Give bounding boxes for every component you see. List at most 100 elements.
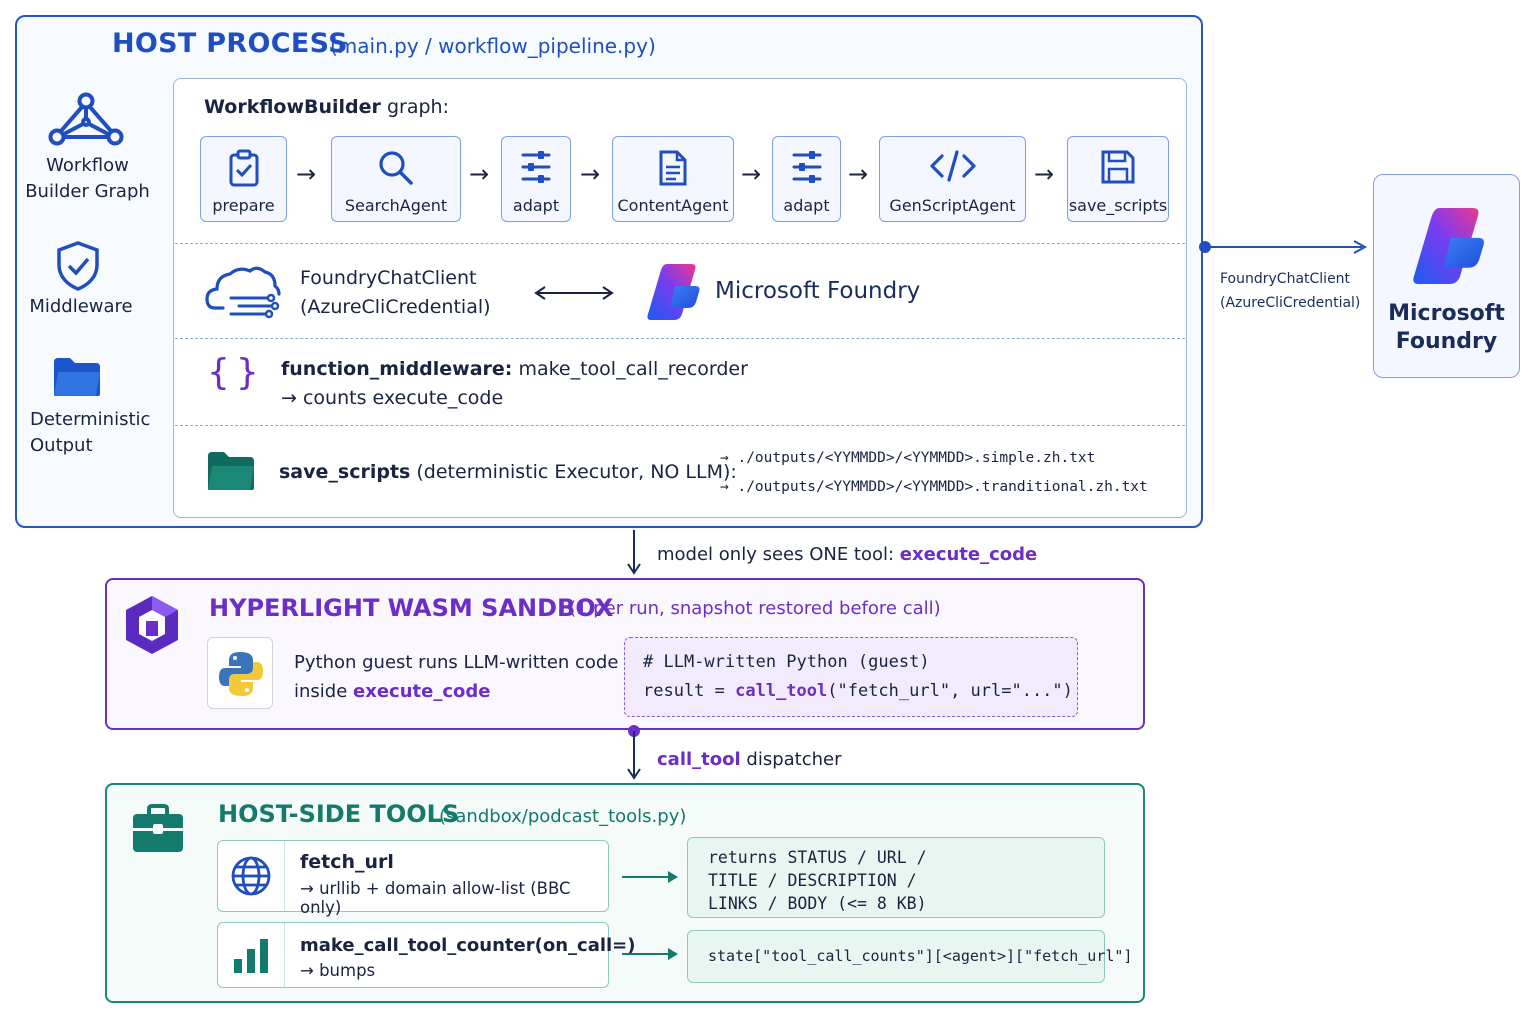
node-label: ContentAgent: [617, 196, 729, 215]
side-label-output-line1: Deterministic: [30, 409, 151, 430]
middleware-row-value: make_tool_call_recorder: [512, 358, 748, 380]
microsoft-foundry-label: Microsoft Foundry: [715, 278, 921, 304]
python-guest-line2-prefix: inside: [294, 681, 354, 702]
call-counter-state-text: state["tool_call_counts"][<agent>]["fetc…: [708, 947, 1133, 965]
node-adapt: adapt: [772, 136, 841, 222]
edge-to-foundry: [1199, 240, 1368, 254]
tool-name-call-counter: make_call_tool_counter(on_call=): [300, 935, 636, 956]
code-line-2-prefix: result =: [643, 681, 736, 701]
foundry-client-label: FoundryChatClient (AzureCliCredential): [300, 264, 491, 322]
node-adapt: adapt: [501, 136, 571, 222]
document-icon: [659, 150, 687, 186]
middleware-row-detail: → counts execute_code: [281, 387, 504, 409]
edge-to-foundry-label-line2: (AzureCliCredential): [1220, 295, 1361, 311]
fetch-url-return-box: returns STATUS / URL / TITLE / DESCRIPTI…: [687, 837, 1105, 918]
output-path-2-text: ./outputs/<YYMMDD>/<YYMMDD>.tranditional…: [737, 479, 1148, 495]
node-label: adapt: [783, 196, 830, 215]
host-side-tools-subtitle: (sandbox/podcast_tools.py): [439, 806, 687, 827]
middleware-row: function_middleware: make_tool_call_reco…: [281, 355, 748, 413]
node-search-agent: SearchAgent: [331, 136, 461, 222]
code-icon: [929, 150, 976, 182]
node-save-scripts: save_scripts: [1067, 136, 1169, 222]
tool-card-call-counter: make_call_tool_counter(on_call=) → bumps: [217, 922, 636, 988]
edge-sandbox-to-tools-text: dispatcher: [740, 749, 842, 770]
output-path-1-text: ./outputs/<YYMMDD>/<YYMMDD>.simple.zh.tx…: [737, 450, 1096, 466]
clipboard-check-icon: [229, 149, 258, 187]
edge-sandbox-to-tools-label: call_tool dispatcher: [657, 745, 842, 774]
workflow-graph-title-bold: WorkflowBuilder: [204, 96, 381, 118]
folder-icon: [54, 358, 100, 396]
node-genscript-agent: GenScriptAgent: [879, 136, 1026, 222]
microsoft-foundry-node-label-line2: Foundry: [1395, 329, 1498, 354]
flow-arrow: →: [741, 160, 762, 188]
microsoft-foundry-node-label: Microsoft Foundry: [1373, 300, 1520, 356]
python-guest-line1: Python guest runs LLM-written code: [294, 652, 619, 673]
save-scripts-row-desc: (deterministic Executor, NO LLM):: [410, 461, 737, 483]
side-label-graph: Workflow Builder Graph: [20, 153, 155, 205]
search-icon: [379, 151, 413, 185]
output-path-1: → ./outputs/<YYMMDD>/<YYMMDD>.simple.zh.…: [720, 450, 1095, 466]
divider: [175, 338, 1185, 339]
tool-card-divider: [284, 841, 285, 911]
node-label: save_scripts: [1068, 196, 1168, 215]
tool-card-fetch-url: fetch_url → urllib + domain allow-list (…: [217, 840, 609, 917]
save-scripts-row-name: save_scripts: [279, 461, 411, 483]
flow-arrow: →: [1034, 160, 1055, 188]
foundry-client-line2: (AzureCliCredential): [300, 296, 491, 318]
side-label-output-line2: Output: [30, 435, 93, 456]
output-path-1-arrow: →: [720, 450, 729, 466]
python-logo-card: [207, 637, 273, 709]
host-side-tools-title: HOST-SIDE TOOLS: [218, 800, 460, 828]
edge-to-foundry-label-line1: FoundryChatClient: [1220, 271, 1351, 287]
divider: [175, 243, 1185, 244]
side-label-graph-line2: Builder Graph: [25, 181, 150, 202]
save-icon: [1101, 150, 1135, 184]
foundry-client-line1: FoundryChatClient: [300, 267, 477, 289]
side-label-output: Deterministic Output: [30, 407, 152, 459]
save-scripts-row: save_scripts (deterministic Executor, NO…: [279, 458, 737, 487]
output-path-2: → ./outputs/<YYMMDD>/<YYMMDD>.trandition…: [720, 479, 1148, 495]
edge-sandbox-to-tools-fn: call_tool: [657, 749, 741, 770]
bidirectional-arrow-icon: [534, 286, 614, 300]
node-content-agent: ContentAgent: [612, 136, 734, 222]
python-guest-description: Python guest runs LLM-written code insid…: [294, 648, 618, 706]
code-line-2-fn: call_tool: [735, 681, 828, 701]
node-prepare: prepare: [200, 136, 287, 222]
tool-result-arrow: [622, 871, 678, 883]
side-label-graph-line1: Workflow: [46, 155, 129, 176]
flow-arrow: →: [580, 160, 601, 188]
code-line-2-args: ("fetch_url", url="..."): [827, 681, 1073, 701]
node-label: adapt: [512, 196, 560, 215]
workflow-graph-title: WorkflowBuilder graph:: [204, 96, 449, 118]
edge-to-foundry-label: FoundryChatClient (AzureCliCredential): [1220, 267, 1360, 315]
side-label-middleware: Middleware: [29, 296, 133, 317]
toolbox-icon: [133, 804, 183, 852]
tool-desc-fetch-url: → urllib + domain allow-list (BBC only): [300, 879, 571, 917]
edge-host-to-sandbox-tool: execute_code: [899, 544, 1038, 565]
node-label: SearchAgent: [344, 196, 448, 215]
tool-card-divider: [284, 923, 285, 987]
sliders-icon: [521, 151, 551, 183]
sandbox-subtitle: (1 per run, snapshot restored before cal…: [569, 598, 941, 619]
edge-host-to-sandbox-label: model only sees ONE tool: execute_code: [657, 540, 1037, 569]
edge-host-to-sandbox: [627, 530, 641, 575]
fetch-url-return-line3: LINKS / BODY (<= 8 KB): [708, 894, 927, 913]
foundry-logo-icon: [647, 264, 700, 320]
flow-arrow: →: [296, 160, 317, 188]
foundry-logo-icon: [1413, 208, 1484, 284]
fetch-url-return-line2: TITLE / DESCRIPTION /: [708, 871, 917, 890]
edge-sandbox-to-tools: [627, 725, 641, 780]
python-logo-icon: [219, 652, 263, 696]
shield-check-icon: [57, 241, 99, 291]
cloud-icon: [205, 266, 281, 319]
tool-desc-call-counter: → bumps: [300, 961, 376, 980]
output-path-2-arrow: →: [720, 479, 729, 495]
code-line-1: # LLM-written Python (guest): [643, 652, 930, 672]
guest-code-snippet: # LLM-written Python (guest) result = ca…: [624, 637, 1078, 717]
node-label: GenScriptAgent: [889, 196, 1016, 215]
sandbox-title: HYPERLIGHT WASM SANDBOX: [209, 594, 614, 622]
flow-arrow: →: [469, 160, 490, 188]
edge-host-to-sandbox-text: model only sees ONE tool:: [657, 544, 900, 565]
tool-result-arrow: [622, 948, 678, 960]
fetch-url-return-line1: returns STATUS / URL /: [708, 848, 927, 867]
